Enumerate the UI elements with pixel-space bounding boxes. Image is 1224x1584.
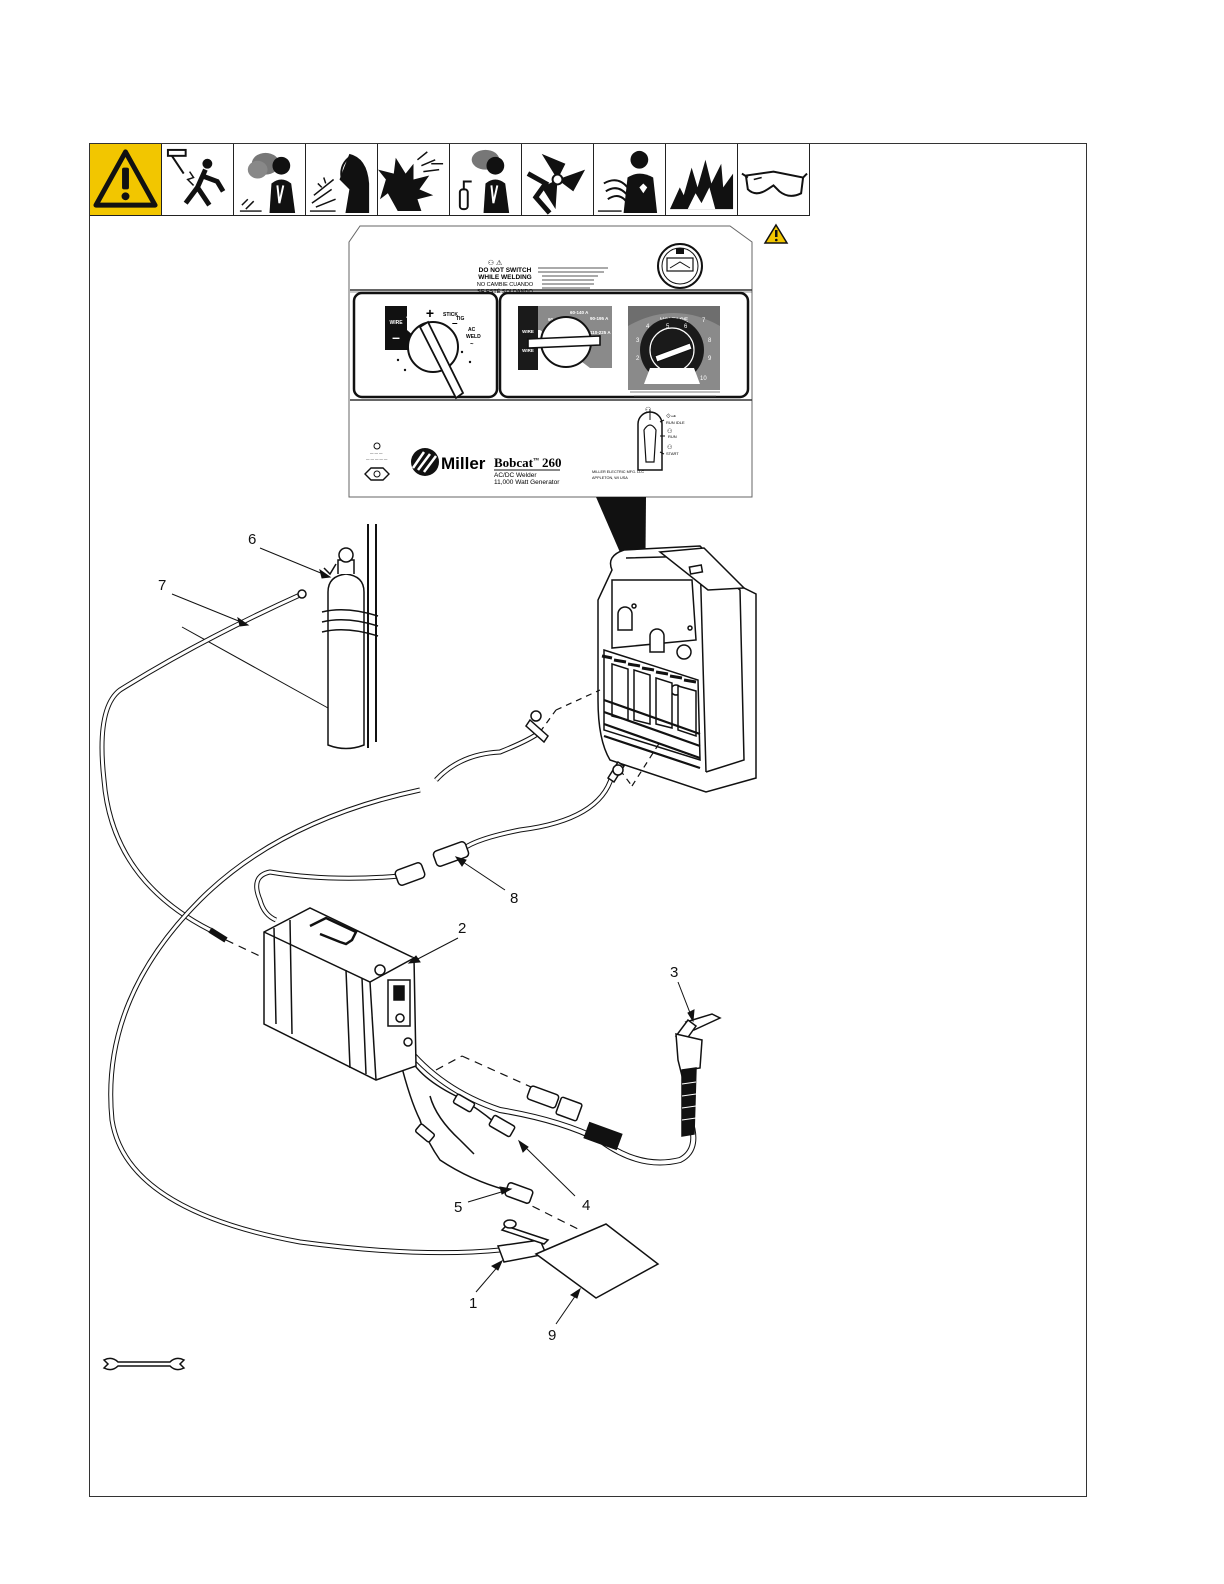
svg-text:⚇: ⚇ <box>667 444 672 451</box>
cylinder-fumes-icon <box>450 144 522 216</box>
warning-en-1: DO NOT SWITCH <box>479 267 532 274</box>
svg-text:8: 8 <box>708 338 712 344</box>
workpiece <box>534 1223 660 1299</box>
svg-text:+: + <box>426 305 434 321</box>
svg-text:~: ~ <box>470 342 474 348</box>
welder-vent-slots <box>601 654 697 684</box>
svg-text:WIRE: WIRE <box>522 329 534 334</box>
svg-text:— — — — —: — — — — — <box>366 457 388 461</box>
model-subtitle-2: 11,000 Watt Generator <box>494 479 560 486</box>
warning-triangle-icon <box>90 144 162 216</box>
panel-warning-icon <box>763 223 789 244</box>
engine-control-switch: ⚇ ⟐⊸ RUN IDLE ⚇ RUN ⚇ START <box>637 406 685 471</box>
safety-icon-strip <box>90 144 810 216</box>
svg-text:— — —: — — — <box>370 451 383 455</box>
fumes-gases-icon <box>234 144 306 216</box>
warning-es-2: SE ESTÉ SOLDANDO <box>477 288 533 295</box>
svg-text:⚇: ⚇ <box>667 428 672 435</box>
svg-text:7: 7 <box>702 318 706 324</box>
callout-numbers: 6 7 8 2 3 4 5 1 9 <box>158 531 678 1344</box>
svg-text:AC: AC <box>468 327 476 333</box>
cable-connectors <box>297 589 626 1204</box>
maker-line-2: APPLETON, WI USA <box>592 476 628 480</box>
svg-text:WELD: WELD <box>466 334 481 340</box>
callout-5: 5 <box>454 1199 462 1216</box>
work-clamp <box>496 1219 550 1263</box>
fire-icon <box>666 144 738 216</box>
welding-gun <box>583 1013 722 1151</box>
arc-rays-icon <box>306 144 378 216</box>
svg-text:110-225 A: 110-225 A <box>590 330 611 335</box>
model-name: Bobcat <box>494 455 534 470</box>
svg-text:⟐⊸: ⟐⊸ <box>666 413 676 420</box>
callout-2: 2 <box>458 920 466 937</box>
svg-text:–: – <box>452 318 458 329</box>
callout-8: 8 <box>510 890 518 907</box>
svg-text:TIG: TIG <box>456 316 464 322</box>
model-tm: ™ <box>533 458 539 464</box>
brand-name: Miller <box>441 454 486 473</box>
callout-9: 9 <box>548 1327 556 1344</box>
svg-text:9: 9 <box>708 356 712 362</box>
svg-text:⚇: ⚇ <box>645 406 651 414</box>
svg-text:RUN IDLE: RUN IDLE <box>666 420 685 425</box>
panel-fine-print <box>538 267 608 289</box>
svg-text:90-195 A: 90-195 A <box>590 316 609 321</box>
svg-text:3: 3 <box>636 338 640 344</box>
moving-parts-icon <box>522 144 594 216</box>
do-not-switch-warning: ⚇ ⚠ DO NOT SWITCH WHILE WELDING NO CAMBI… <box>477 259 534 295</box>
welder-generator <box>597 545 757 793</box>
model-number: 260 <box>542 455 562 470</box>
electric-shock-icon <box>162 144 234 216</box>
callout-6: 6 <box>248 531 256 548</box>
cables <box>99 591 697 1256</box>
svg-text:–: – <box>392 329 400 345</box>
svg-text:RUN: RUN <box>668 434 677 439</box>
svg-text:WIRE: WIRE <box>389 320 403 326</box>
warning-es-1: NO CAMBIE CUANDO <box>477 282 534 288</box>
svg-text:4: 4 <box>646 324 650 330</box>
svg-text:1: 1 <box>648 376 652 382</box>
callout-1: 1 <box>469 1295 477 1312</box>
svg-text:STICK: STICK <box>443 312 458 318</box>
range-and-voltage-box: WIRE WIRE 90-170 A 60-140 A 90-195 A 110… <box>498 291 750 399</box>
polarity-selector: WIRE + – + STICK – TIG AC WELD ~ <box>352 291 499 400</box>
svg-text:2: 2 <box>636 356 640 362</box>
svg-text:START: START <box>666 451 679 456</box>
figure-frame <box>89 143 1087 1497</box>
safety-glasses-icon <box>738 144 810 216</box>
explosion-icon <box>378 144 450 216</box>
hour-meter <box>657 243 703 289</box>
emf-pacemaker-icon <box>594 144 666 216</box>
svg-text:10: 10 <box>700 376 707 382</box>
front-panel-detail: ⚇ ⚠ DO NOT SWITCH WHILE WELDING NO CAMBI… <box>348 225 753 498</box>
callout-7: 7 <box>158 577 166 594</box>
callout-pointers <box>171 547 695 1325</box>
warning-en-2: WHILE WELDING <box>478 274 531 281</box>
maker-line-1: MILLER ELECTRIC MFG. LLC <box>592 470 644 474</box>
wrench-icon <box>102 1357 186 1371</box>
callout-3: 3 <box>670 964 678 981</box>
svg-text:60-140 A: 60-140 A <box>570 310 589 315</box>
model-subtitle-1: AC/DC Welder <box>494 472 537 479</box>
svg-text:WIRE: WIRE <box>522 348 534 353</box>
svg-text:6: 6 <box>684 324 688 330</box>
wire-feeder <box>263 907 417 1081</box>
gas-cylinder <box>321 524 379 750</box>
svg-text:5: 5 <box>666 324 670 330</box>
callout-4: 4 <box>582 1197 590 1214</box>
svg-text:+: + <box>406 309 414 325</box>
svg-text:⚇ ⚠: ⚇ ⚠ <box>488 259 503 267</box>
